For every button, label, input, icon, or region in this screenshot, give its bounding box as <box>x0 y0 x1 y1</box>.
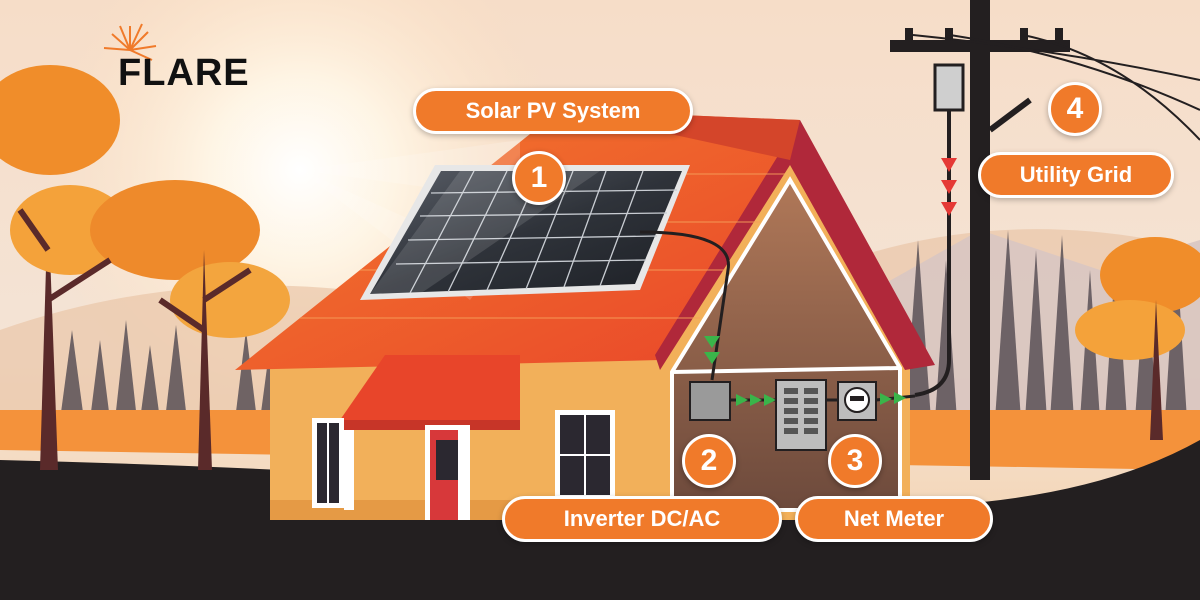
sun-burst-icon <box>103 23 157 61</box>
autumn-tree-left <box>0 65 290 470</box>
step-badge-4: 4 <box>1048 82 1102 136</box>
transformer <box>933 63 965 112</box>
label-inverter: Inverter DC/AC <box>502 496 782 542</box>
label-utility-grid: Utility Grid <box>978 152 1174 198</box>
step-badge-1: 1 <box>512 151 566 205</box>
label-net-meter: Net Meter <box>795 496 993 542</box>
utility-pole <box>890 0 1200 480</box>
brand-logo: FLARE <box>118 52 250 94</box>
inverter-box <box>689 381 731 421</box>
grid-wire <box>914 110 951 397</box>
dc-flow-arrows <box>704 336 720 364</box>
autumn-tree-right <box>1075 237 1200 440</box>
ac-flow-arrows <box>736 394 776 406</box>
breaker-panel <box>775 379 827 451</box>
label-solar-pv-system: Solar PV System <box>413 88 693 134</box>
step-badge-2: 2 <box>682 434 736 488</box>
step-badge-3: 3 <box>828 434 882 488</box>
meter-flow-arrows <box>880 392 906 405</box>
dc-wire <box>639 230 730 381</box>
grid-flow-arrows <box>941 158 957 216</box>
